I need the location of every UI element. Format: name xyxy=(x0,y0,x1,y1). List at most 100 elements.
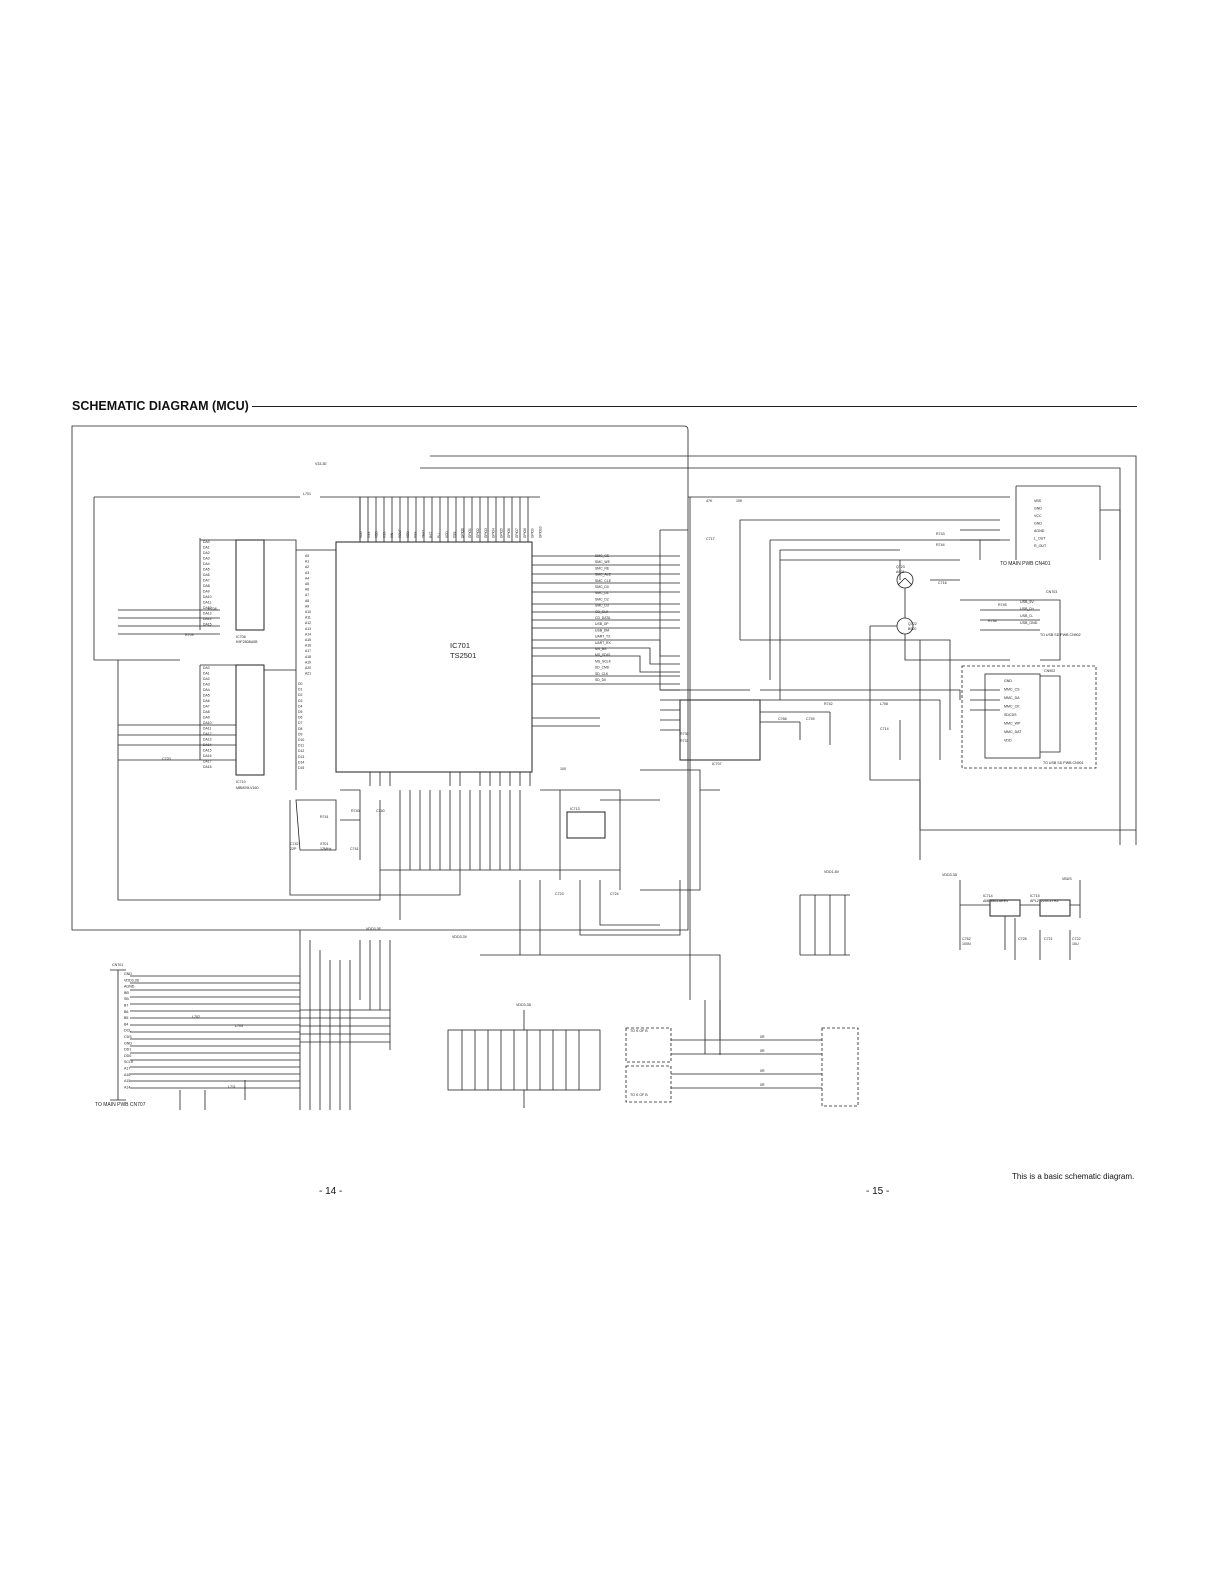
part-l711: L711 xyxy=(228,1085,236,1089)
ic701-left-pin-label: A1 xyxy=(305,560,309,564)
ic701-right-pin-label: MS_SDIO xyxy=(595,653,611,657)
cn701-ref: CN701 xyxy=(112,963,123,967)
ic701-left-pin-label: A14 xyxy=(305,632,311,636)
ic701-right-pin-label: SMC_D3 xyxy=(595,604,609,608)
sd-ref: CN902 xyxy=(1044,669,1055,673)
cn401-pin-label: R_OUT xyxy=(1034,544,1047,548)
sd-pin-label: GND xyxy=(1004,679,1012,683)
part-r704-value: 47K xyxy=(706,499,713,503)
value-c100n: 100N xyxy=(962,942,971,946)
part-c726: C726 xyxy=(1018,937,1027,941)
page-number-left: - 14 - xyxy=(319,1186,343,1197)
ic713-ref: IC713 xyxy=(570,807,580,811)
value-c10u: 10U xyxy=(1072,942,1079,946)
ic710-pin-label: DA12 xyxy=(203,732,212,736)
part-c724: C724 xyxy=(610,892,619,896)
ic701-top-pin-label: VDD xyxy=(406,531,410,538)
part-c740: C740 xyxy=(376,809,385,813)
ic701-left-pin-label: A3 xyxy=(305,571,309,575)
to-sd-label: TO S OF B xyxy=(630,1029,648,1033)
ic708-pin-label: DA3 xyxy=(203,557,210,561)
ic701-top-pin-label: VDD xyxy=(359,531,363,538)
to-sd2-label: TO S OF B xyxy=(630,1093,648,1097)
ic701-top-pin-label: VSS xyxy=(414,532,418,538)
cn701-pin-label: A15 xyxy=(124,1079,130,1083)
ic701-data-pin-label: D11 xyxy=(298,744,304,748)
cn701-pin-label: CDS xyxy=(124,1035,132,1039)
ic701-data-pin-label: D3 xyxy=(298,699,302,703)
ic710-pin-label: DA7 xyxy=(203,705,210,709)
ic708-pin-label: DA0 xyxy=(203,540,210,544)
ic710-pin-label: DA6 xyxy=(203,699,210,703)
ic701-data-pin-label: D7 xyxy=(298,721,302,725)
ic701-data-pin-label: D1 xyxy=(298,688,302,692)
ic708-ref: IC708 xyxy=(236,635,246,639)
ic701-right-pin-label: SMC_D2 xyxy=(595,597,609,601)
title-rule xyxy=(252,406,1137,407)
ic708-pin-label: DA15 xyxy=(203,623,212,627)
page-number-right: - 15 - xyxy=(866,1186,890,1197)
usb-ref: CN703 xyxy=(1046,590,1057,594)
cn701-pin-label: VDD3.3D xyxy=(124,978,140,982)
part-l703: L703 xyxy=(235,1024,243,1028)
ic701-top-pin-label: GPIO4 xyxy=(492,528,496,538)
part-c722: C722 xyxy=(1072,937,1081,941)
sd-pin-label: MMC_DA xyxy=(1004,696,1020,700)
ic701-right-pin-label: SMC_D0 xyxy=(595,585,609,589)
ic708-pin-label: DA6 xyxy=(203,573,210,577)
ic701-ref: IC701 xyxy=(450,641,470,650)
ic714-ref: IC714 xyxy=(983,894,993,898)
q723-ref: Q723 xyxy=(896,565,905,569)
cn701-pin-label: A17 xyxy=(124,1067,130,1071)
ic710-pin-label: DA10 xyxy=(203,721,212,725)
part-r750-value: 10K xyxy=(736,499,743,503)
cn401-pin-label: GND xyxy=(1034,507,1042,511)
ic701-left-pin-label: A9 xyxy=(305,604,309,608)
resistor-value-0r-2: 0R xyxy=(760,1049,765,1053)
part-r745: R745 xyxy=(998,603,1007,607)
part-c766: C766 xyxy=(778,717,787,721)
ic701-data-pin-label: D8 xyxy=(298,727,302,731)
ic708-pin-label: DA13 xyxy=(203,612,212,616)
part-l706: L706 xyxy=(880,702,888,706)
ic708-part: K9F2808U0B xyxy=(236,640,258,644)
ic701-left-pin-label: A20 xyxy=(305,666,311,670)
ic701-right-pin-label: SMC_ALE xyxy=(595,573,612,577)
resistor-value-0r-3: 0R xyxy=(760,1069,765,1073)
ic701-right-pin-label: CD_DATA xyxy=(595,616,611,620)
usb-pin-label: USB_5V xyxy=(1020,600,1034,604)
schematic-static-lines xyxy=(71,425,1137,1110)
ic701-top-pin-label: TEST xyxy=(421,530,425,538)
ic701-left-pin-label: A18 xyxy=(305,655,311,659)
cn701-pin-labels: GNDVDD3.3DAGNDBBSBB7B6B5B4DCLCDSGNDDD1DD… xyxy=(124,972,140,1089)
part-r709: R709 xyxy=(185,633,194,637)
value-c22p: 22P xyxy=(290,847,297,851)
supply-label-vdd33-b: VDD3.3D xyxy=(516,1003,532,1007)
ic701-top-pin-label: XIN xyxy=(390,532,394,538)
ic701-data-pin-label: D10 xyxy=(298,738,304,742)
ic701-right-pin-label: USB_DP xyxy=(595,622,609,626)
cn401-pin-label: VBS xyxy=(1034,499,1042,503)
footnote: This is a basic schematic diagram. xyxy=(1012,1172,1135,1181)
ic708-pin-label: DA2 xyxy=(203,551,210,555)
part-r742: R742 xyxy=(824,702,833,706)
ic708-pin-label: DA7 xyxy=(203,579,210,583)
cn701-pin-label: SCLK xyxy=(124,1060,134,1064)
resistor-value-0r-4: 0R xyxy=(760,1083,765,1087)
cn701-pin-label: B7 xyxy=(124,1004,128,1008)
ic710-pin-label: DA9 xyxy=(203,716,210,720)
ic707-ref: IC707 xyxy=(712,762,722,766)
supply-label-vdd3: VDD3.3D xyxy=(942,873,958,877)
ic701-right-pin-label: SMC_CE xyxy=(595,554,610,558)
ic714-part: AME8801AEEV xyxy=(983,899,1009,903)
ic701-right-pin-label: SMC_WE xyxy=(595,560,611,564)
ic701-left-pin-label: A16 xyxy=(305,644,311,648)
ic710-pin-label: DA17 xyxy=(203,760,212,764)
part-c720: C720 xyxy=(162,757,171,761)
cn701-pin-label: BB xyxy=(124,991,129,995)
ic710-pin-label: DA13 xyxy=(203,738,212,742)
ic701-data-pin-label: D0 xyxy=(298,682,302,686)
